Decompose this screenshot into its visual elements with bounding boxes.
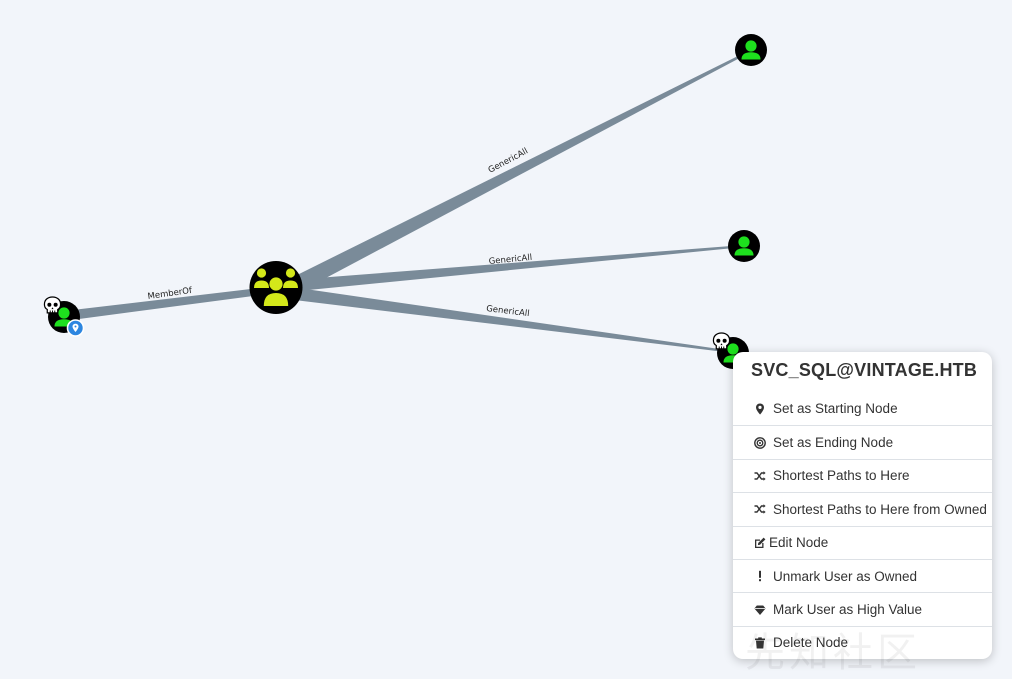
unmark-owned-item[interactable]: Unmark User as Owned — [733, 558, 992, 592]
bullseye-icon — [753, 436, 767, 449]
user-node-owned-start[interactable] — [43, 296, 85, 337]
user-icon — [728, 230, 760, 262]
gem-icon — [753, 604, 767, 616]
edge-memberof[interactable]: MemberOf — [64, 286, 276, 321]
skull-icon — [712, 332, 731, 350]
edge-genericall-middle[interactable]: GenericAll — [278, 245, 744, 293]
menu-item-label: Shortest Paths to Here from Owned — [773, 501, 987, 517]
group-icon — [254, 268, 298, 306]
map-marker-icon — [66, 319, 85, 337]
node-context-menu: SVC_SQL@VINTAGE.HTB Set as Starting Node… — [733, 352, 992, 660]
user-node-top[interactable] — [735, 34, 767, 66]
shortest-paths-here-item[interactable]: Shortest Paths to Here — [733, 458, 992, 492]
menu-item-label: Mark User as High Value — [773, 602, 923, 618]
user-icon — [735, 34, 767, 66]
skull-icon — [43, 296, 62, 314]
shortest-paths-from-owned-item[interactable]: Shortest Paths to Here from Owned — [733, 492, 992, 525]
delete-node-item[interactable]: Delete Node — [733, 625, 992, 659]
mark-high-value-item[interactable]: Mark User as High Value — [733, 592, 992, 625]
menu-item-label: Shortest Paths to Here — [773, 468, 910, 484]
edit-icon — [753, 537, 767, 549]
menu-item-label: Delete Node — [773, 635, 849, 651]
user-node-middle[interactable] — [728, 230, 760, 262]
menu-item-label: Set as Starting Node — [773, 401, 898, 417]
set-ending-node-item[interactable]: Set as Ending Node — [733, 425, 992, 458]
map-marker-icon — [753, 403, 767, 415]
menu-item-label: Unmark User as Owned — [773, 568, 918, 584]
shuffle-icon — [753, 470, 767, 482]
edge-label: GenericAll — [488, 253, 532, 267]
exclamation-icon — [753, 570, 767, 582]
group-node[interactable] — [249, 261, 303, 314]
trash-icon — [753, 637, 767, 649]
shuffle-icon — [753, 503, 767, 515]
menu-item-label: Set as Ending Node — [773, 435, 894, 451]
edit-node-item[interactable]: Edit Node — [733, 525, 992, 559]
menu-item-label: Edit Node — [769, 535, 829, 551]
set-starting-node-item[interactable]: Set as Starting Node — [733, 392, 992, 425]
edge-genericall-bottom[interactable]: GenericAll — [278, 285, 733, 353]
context-menu-title: SVC_SQL@VINTAGE.HTB — [751, 360, 978, 380]
